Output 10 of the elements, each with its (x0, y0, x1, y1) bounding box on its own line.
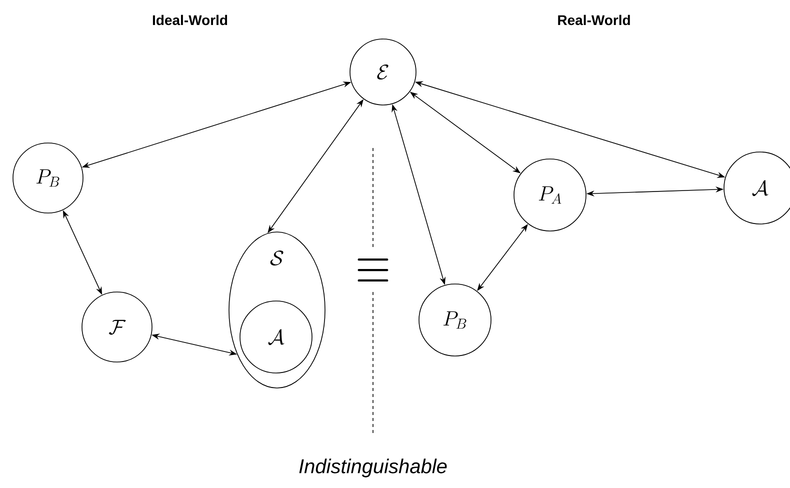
title: Ideal-World (152, 14, 228, 26)
circle-node: $\mathcal{F}$ (82, 292, 152, 362)
caption: Indistinguishable (299, 458, 447, 478)
title: Real-World (558, 14, 630, 26)
circle-node: $P_B$ (12, 142, 84, 214)
circle-node: $P_A$ (514, 158, 586, 232)
circle-node: $P_B$ (418, 284, 492, 356)
equivalence-sign: $\equiv$ (358, 258, 388, 282)
circle-node: $\mathcal{E}$ (350, 38, 416, 106)
circle-node: $\mathcal{A}$ (240, 300, 312, 374)
